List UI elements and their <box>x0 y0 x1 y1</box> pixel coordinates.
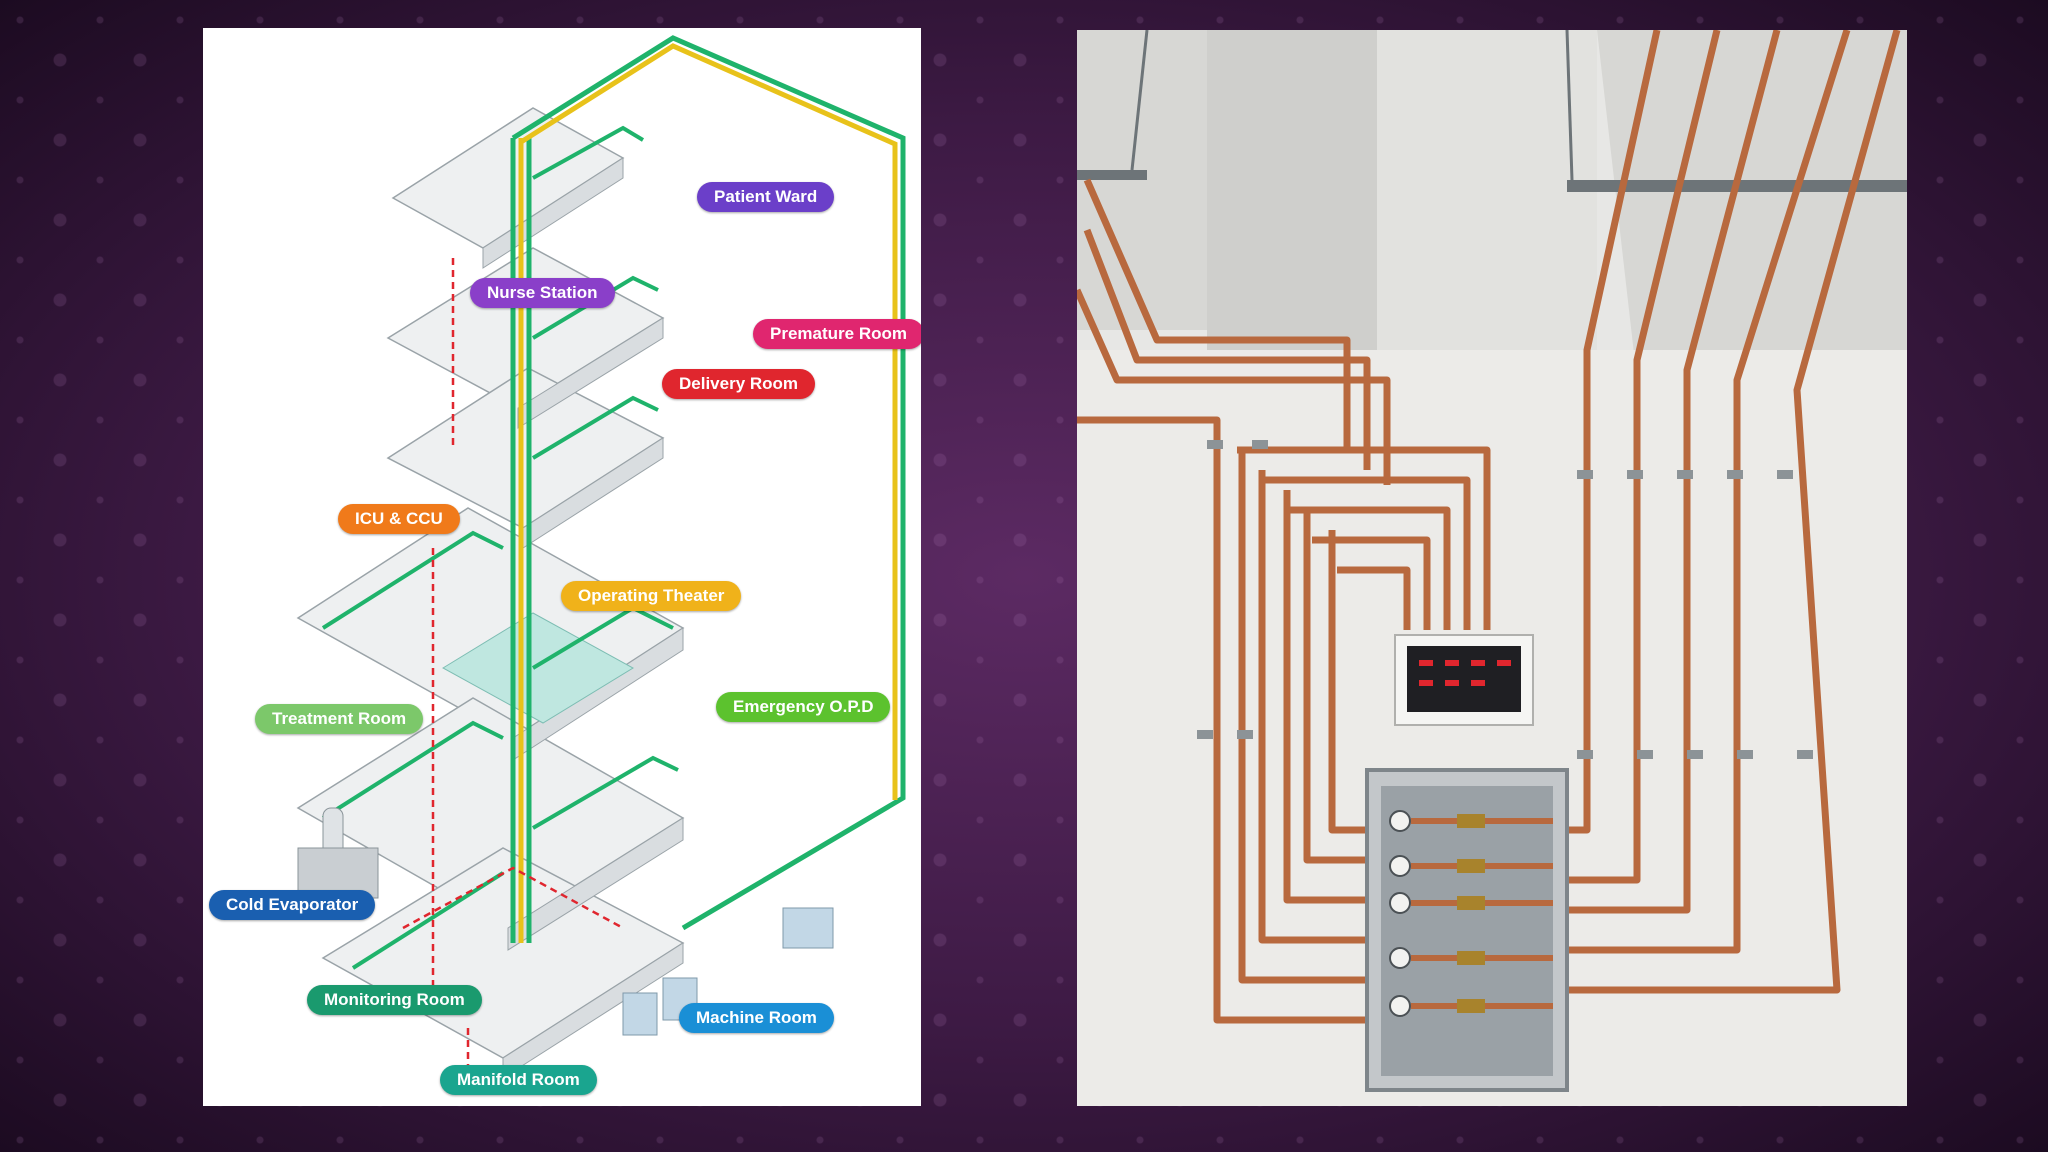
label-patient-ward: Patient Ward <box>697 182 835 212</box>
label-cold-evaporator: Cold Evaporator <box>209 890 376 920</box>
hospital-pipeline-diagram: Patient Ward Nurse Station Premature Roo… <box>203 28 921 1106</box>
label-premature-room: Premature Room <box>753 319 921 349</box>
zone-valve-box <box>1365 768 1569 1092</box>
label-monitoring-room: Monitoring Room <box>307 985 482 1015</box>
label-delivery-room: Delivery Room <box>662 369 816 399</box>
label-machine-room: Machine Room <box>679 1003 834 1033</box>
label-manifold-room: Manifold Room <box>440 1065 597 1095</box>
floor-top <box>391 107 625 249</box>
label-operating-theater: Operating Theater <box>561 581 742 611</box>
label-treatment-room: Treatment Room <box>255 704 424 734</box>
label-emergency-opd: Emergency O.P.D <box>716 692 891 722</box>
label-icu-ccu: ICU & CCU <box>338 504 460 534</box>
copper-pipe-installation-photo <box>1077 30 1907 1106</box>
gas-alarm-panel <box>1394 634 1534 726</box>
copper-pipe-illustration <box>1077 30 1907 1106</box>
cold-evaporator-tank <box>297 807 379 899</box>
operating-theater-floor <box>442 612 634 724</box>
label-nurse-station: Nurse Station <box>470 278 615 308</box>
